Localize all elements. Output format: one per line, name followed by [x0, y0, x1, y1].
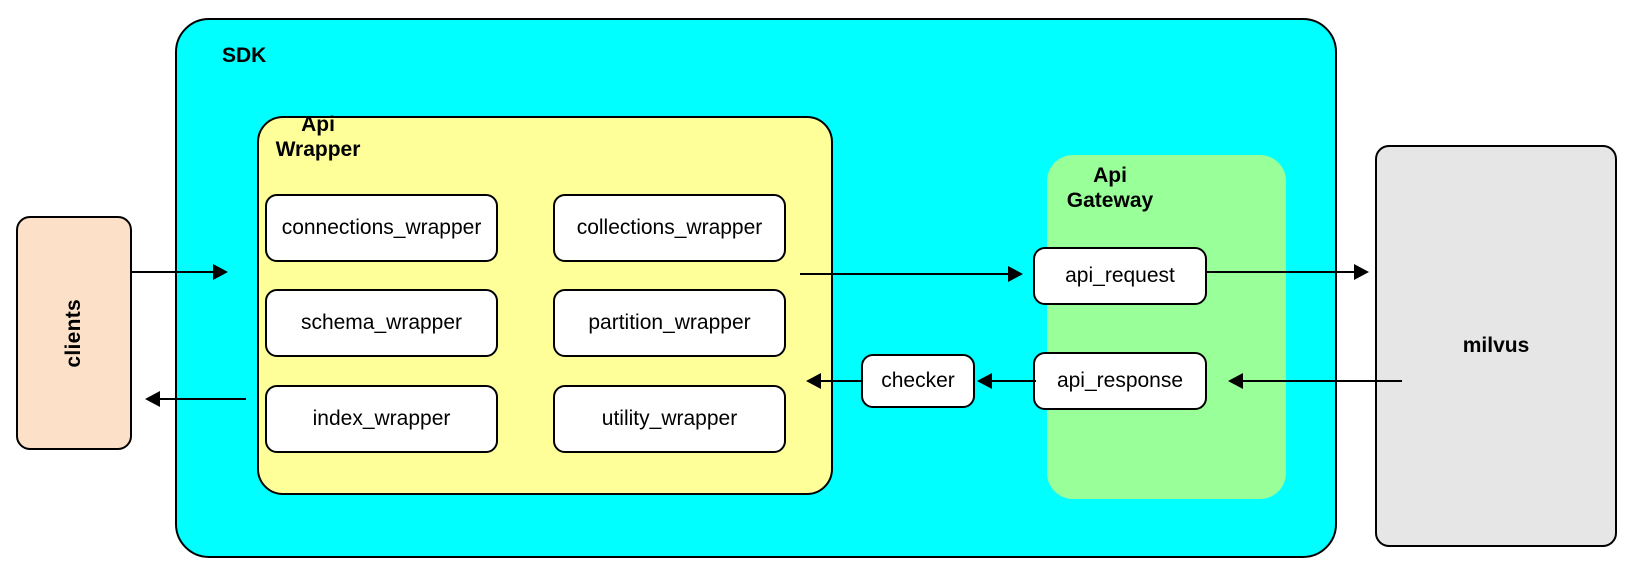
actor-milvus-label: milvus [1462, 334, 1530, 357]
actor-clients-label: clients [62, 298, 85, 368]
api-gateway-container-label: Api Gateway [1066, 164, 1154, 212]
node-label: schema_wrapper [300, 311, 463, 334]
api-gateway-container [1047, 155, 1286, 499]
node-label: api_request [1065, 264, 1175, 287]
connector-clients-to-sdk [131, 271, 217, 273]
connector-wrapper-to-gateway [800, 273, 1012, 275]
arrow-right-icon [1354, 264, 1369, 280]
connector-sdk-to-clients [160, 398, 246, 400]
actor-milvus[interactable]: milvus [1375, 145, 1617, 547]
node-api-response[interactable]: api_response [1033, 352, 1207, 410]
arrow-left-icon [1228, 373, 1243, 389]
connector-request-to-milvus [1206, 271, 1358, 273]
node-label: checker [881, 369, 955, 392]
api-wrapper-container-label: Api Wrapper [275, 113, 361, 161]
arrow-right-icon [1008, 266, 1023, 282]
node-label: connections_wrapper [281, 216, 482, 239]
node-partition-wrapper[interactable]: partition_wrapper [553, 289, 786, 357]
connector-response-to-checker [990, 380, 1036, 382]
arrow-left-icon [145, 391, 160, 407]
node-label: api_response [1056, 369, 1184, 392]
node-label: index_wrapper [312, 407, 451, 430]
arrow-right-icon [213, 264, 228, 280]
node-connections-wrapper[interactable]: connections_wrapper [265, 194, 498, 262]
node-index-wrapper[interactable]: index_wrapper [265, 385, 498, 453]
node-label: partition_wrapper [588, 311, 751, 334]
node-collections-wrapper[interactable]: collections_wrapper [553, 194, 786, 262]
node-checker[interactable]: checker [861, 354, 975, 408]
node-schema-wrapper[interactable]: schema_wrapper [265, 289, 498, 357]
arrow-left-icon [977, 373, 992, 389]
connector-milvus-to-response [1232, 380, 1402, 382]
node-utility-wrapper[interactable]: utility_wrapper [553, 385, 786, 453]
sdk-container-label: SDK [222, 44, 267, 67]
node-label: utility_wrapper [601, 407, 738, 430]
connector-checker-to-wrapper [821, 380, 863, 382]
node-api-request[interactable]: api_request [1033, 247, 1207, 305]
arrow-left-icon [806, 373, 821, 389]
actor-clients[interactable]: clients [16, 216, 132, 450]
node-label: collections_wrapper [576, 216, 763, 239]
